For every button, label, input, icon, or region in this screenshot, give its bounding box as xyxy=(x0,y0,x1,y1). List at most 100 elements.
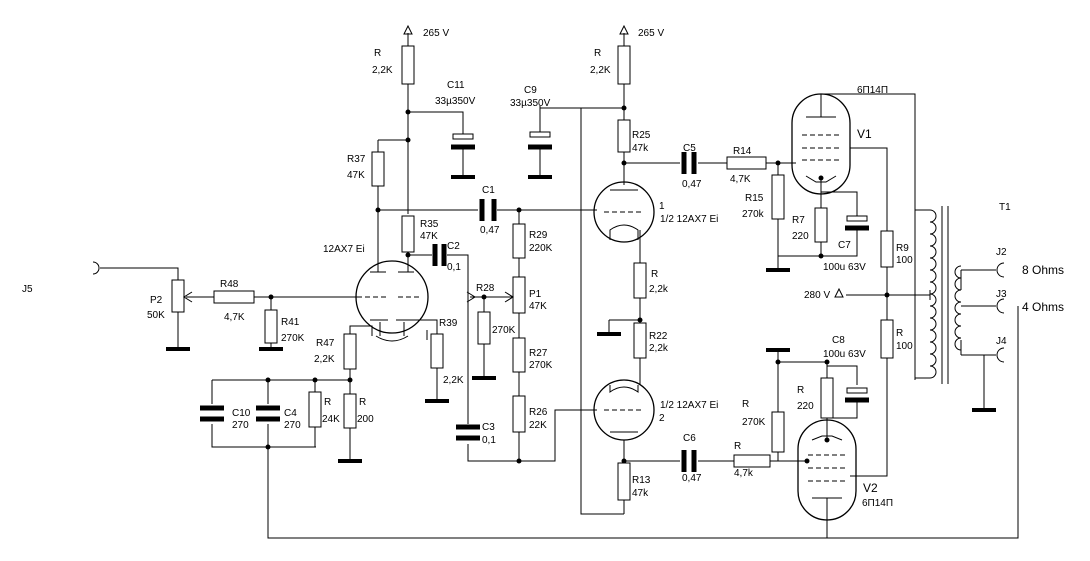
c5 xyxy=(681,152,697,174)
c3-label: C3 xyxy=(482,422,495,433)
r-270k xyxy=(771,411,785,453)
r-mid-value: 2,2k xyxy=(649,284,669,295)
c9 xyxy=(528,131,552,176)
r-top-left-label: R xyxy=(374,48,381,59)
r-200-label: R xyxy=(359,397,366,408)
tube2-label: 1/2 12AX7 Ei xyxy=(660,214,718,225)
r-4k7 xyxy=(733,454,771,468)
c11-value: 33µ350V xyxy=(435,96,476,107)
tube-v2 xyxy=(797,419,857,521)
r37-label: R37 xyxy=(347,154,366,165)
r-200-value: 200 xyxy=(357,414,374,425)
tube3-number: 2 xyxy=(659,413,665,424)
c8-value: 100u 63V xyxy=(823,349,866,360)
r28-value: 270K xyxy=(492,325,516,336)
r28 xyxy=(477,311,491,345)
c4-value: 270 xyxy=(284,420,301,431)
j3-jack xyxy=(996,298,1005,314)
j3-label: J3 xyxy=(996,289,1007,300)
capacitors xyxy=(200,131,869,472)
c11 xyxy=(451,133,475,176)
r22 xyxy=(633,322,647,359)
v2-label: V2 xyxy=(863,481,878,495)
c5-label: C5 xyxy=(683,143,696,154)
r48-value: 4,7K xyxy=(224,312,245,323)
r48-label: R48 xyxy=(220,279,239,290)
r-220-label: R xyxy=(797,385,804,396)
tube-v1 xyxy=(791,93,851,195)
r13-label: R13 xyxy=(632,475,651,486)
c9-value: 33µ350V xyxy=(510,98,551,109)
r14 xyxy=(726,156,767,170)
r28-label: R28 xyxy=(476,283,495,294)
j3-impedance: 4 Ohms xyxy=(1022,300,1064,314)
c1-label: C1 xyxy=(482,185,495,196)
tube-12ax7-lower xyxy=(593,379,655,441)
tube2-number: 1 xyxy=(659,201,665,212)
supply-280v: 280 V xyxy=(804,290,830,301)
c1-value: 0,47 xyxy=(480,225,500,236)
r-270k-value: 270K xyxy=(742,417,766,428)
r14-value: 4,7K xyxy=(730,174,751,185)
c2-value: 0,1 xyxy=(447,262,461,273)
j2-impedance: 8 Ohms xyxy=(1022,263,1064,277)
v2-type: 6П14П xyxy=(862,498,893,509)
jacks xyxy=(92,261,1005,363)
r26-label: R26 xyxy=(529,407,548,418)
c7-label: C7 xyxy=(838,240,851,251)
ground-symbols xyxy=(166,175,996,463)
p1-label: P1 xyxy=(529,289,542,300)
r26 xyxy=(512,395,526,433)
r48 xyxy=(213,290,255,304)
r29-value: 220K xyxy=(529,243,553,254)
r-100 xyxy=(880,319,894,359)
r37-value: 47K xyxy=(347,170,365,181)
r27 xyxy=(512,337,526,373)
r39 xyxy=(430,333,444,369)
r-24k xyxy=(308,391,322,428)
r29 xyxy=(512,223,526,259)
r9 xyxy=(880,230,894,268)
t1-label: T1 xyxy=(999,202,1011,213)
r7 xyxy=(814,207,828,243)
j4-label: J4 xyxy=(996,336,1007,347)
p1 xyxy=(512,276,526,314)
j5-jack xyxy=(92,261,100,275)
r-2k2-mid xyxy=(633,262,647,299)
c3-value: 0,1 xyxy=(482,435,496,446)
r25-label: R25 xyxy=(632,130,651,141)
r-4k7-value: 4,7k xyxy=(734,468,754,479)
c2 xyxy=(432,244,447,266)
r37 xyxy=(371,151,385,187)
r39-value: 2,2K xyxy=(443,375,464,386)
c10 xyxy=(200,405,224,422)
j2-jack xyxy=(996,262,1005,278)
c9-label: C9 xyxy=(524,85,537,96)
pot-wipers xyxy=(183,291,514,303)
p2-value: 50K xyxy=(147,310,165,321)
r22-value: 2,2k xyxy=(649,343,669,354)
r27-value: 270K xyxy=(529,360,553,371)
r26-value: 22K xyxy=(529,420,547,431)
r9-label: R9 xyxy=(896,243,909,254)
r27-label: R27 xyxy=(529,348,548,359)
r35-value: 47K xyxy=(420,231,438,242)
j2-label: J2 xyxy=(996,247,1007,258)
p2-label: P2 xyxy=(150,295,163,306)
c3 xyxy=(456,424,480,441)
r-24k-label: R xyxy=(324,397,331,408)
v1-type: 6П14П xyxy=(857,85,888,96)
r7-label: R7 xyxy=(792,215,805,226)
c1 xyxy=(479,199,497,221)
r47-label: R47 xyxy=(316,338,335,349)
r-100-label: R xyxy=(896,328,903,339)
r22-label: R22 xyxy=(649,331,668,342)
r-270k-label: R xyxy=(742,399,749,410)
r15-value: 270k xyxy=(742,209,765,220)
r29-label: R29 xyxy=(529,230,548,241)
c6-label: C6 xyxy=(683,433,696,444)
r-4k7-label: R xyxy=(734,441,741,452)
r-100-value: 100 xyxy=(896,341,913,352)
r39-label: R39 xyxy=(439,318,458,329)
r35-label: R35 xyxy=(420,219,439,230)
